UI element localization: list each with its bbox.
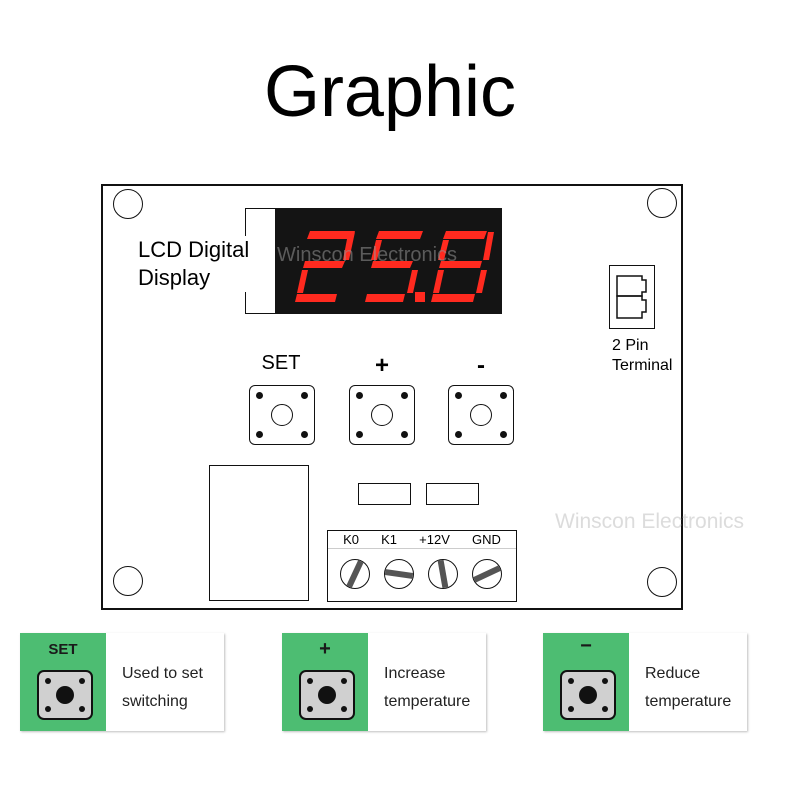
circuit-board-outline [101,184,683,610]
two-pin-terminal [609,265,655,329]
minus-button-label: - [477,352,485,379]
legend-minus-line2: temperature [645,693,732,710]
mounting-hole-top-right [647,188,677,218]
push-button-icon [37,670,93,720]
legend-minus-swatch: − [543,633,629,731]
relay-component [209,465,309,601]
minus-button[interactable] [448,385,514,445]
terminal-label-line2: Terminal [612,357,673,374]
legend-plus: + Increase temperature [282,633,486,731]
plus-button[interactable] [349,385,415,445]
legend-minus: − Reduce temperature [543,633,747,731]
screw-k1-icon [384,559,414,589]
two-pin-terminal-label: 2 Pin Terminal [612,336,672,376]
plus-button-label: + [374,352,389,379]
mounting-hole-bottom-left [113,566,143,596]
mounting-hole-top-left [113,189,143,219]
plus-button-actuator-icon [371,404,393,426]
screw-12v-icon [428,559,458,589]
set-button[interactable] [249,385,315,445]
page-title: Graphic [263,52,517,132]
indicator-led-2 [426,483,479,505]
legend-plus-symbol: + [319,638,331,660]
legend-set-line2: switching [122,693,188,710]
watermark: Winscon Electronics [277,244,458,266]
legend-set-line1: Used to set [122,665,203,682]
legend-plus-swatch: + [282,633,368,731]
mounting-hole-bottom-right [647,567,677,597]
legend-plus-description: Increase temperature [368,633,486,731]
screw-k0-icon [340,559,370,589]
lcd-label-line1: LCD Digital [138,237,250,262]
screw-terminal-header: K0 K1 +12V GND [328,531,516,549]
legend-set-swatch: SET [20,633,106,731]
push-button-icon [299,670,355,720]
lcd-label-line2: Display [138,265,211,290]
lcd-callout-bracket [245,208,277,314]
legend-minus-line1: Reduce [645,665,701,682]
lcd-digital-display: Winscon Electronics [275,208,502,314]
seven-segment-digits [295,231,494,302]
terminal-connector-icon [616,275,647,319]
pin-label-k0: K0 [343,532,359,547]
legend-set-description: Used to set switching [106,633,224,731]
pin-label-gnd: GND [472,532,501,547]
minus-button-actuator-icon [470,404,492,426]
lcd-label: LCD Digital Display [138,236,250,292]
legend-set: SET Used to set switching [20,633,224,731]
legend-set-symbol: SET [48,641,78,658]
indicator-led-1 [358,483,411,505]
watermark-side: Winscon Electronics [555,510,745,533]
set-button-actuator-icon [271,404,293,426]
legend-minus-description: Reduce temperature [629,633,747,731]
set-button-label: SET [261,352,301,374]
terminal-label-line1: 2 Pin [612,337,649,354]
legend-plus-line1: Increase [384,665,446,682]
legend-minus-symbol: − [580,635,592,657]
legend-plus-line2: temperature [384,693,471,710]
push-button-icon [560,670,616,720]
pin-label-12v: +12V [419,532,450,547]
pin-label-k1: K1 [381,532,398,547]
screw-terminal-block: K0 K1 +12V GND [327,530,517,602]
screw-gnd-icon [472,559,502,589]
